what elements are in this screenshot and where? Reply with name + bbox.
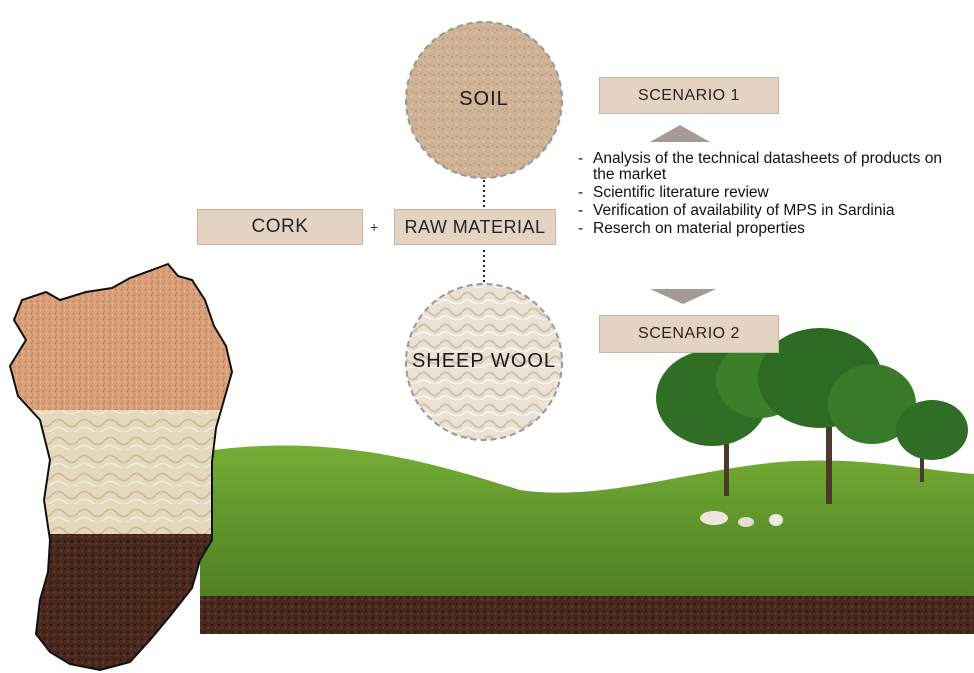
plus-sign: + [370,219,378,235]
soil-strip [200,596,974,634]
raw-material-box: RAW MATERIAL [394,209,556,245]
bullet-item: Verification of availability of MPS in S… [578,203,958,219]
scenario-1-box: SCENARIO 1 [599,77,779,114]
meadow [200,446,974,600]
scenario-2-box: SCENARIO 2 [599,315,779,353]
bullet-item: Analysis of the technical datasheets of … [578,151,958,183]
soil-label: SOIL [434,88,534,111]
arrow-down-scenario-2 [650,289,716,304]
sheep-wool-label: SHEEP WOOL [404,350,564,373]
bullet-item: Reserch on material properties [578,221,958,237]
analysis-bullet-list: Analysis of the technical datasheets of … [578,151,958,239]
arrow-up-scenario-1 [650,125,710,142]
cork-box: CORK [197,209,363,245]
bullet-item: Scientific literature review [578,185,958,201]
